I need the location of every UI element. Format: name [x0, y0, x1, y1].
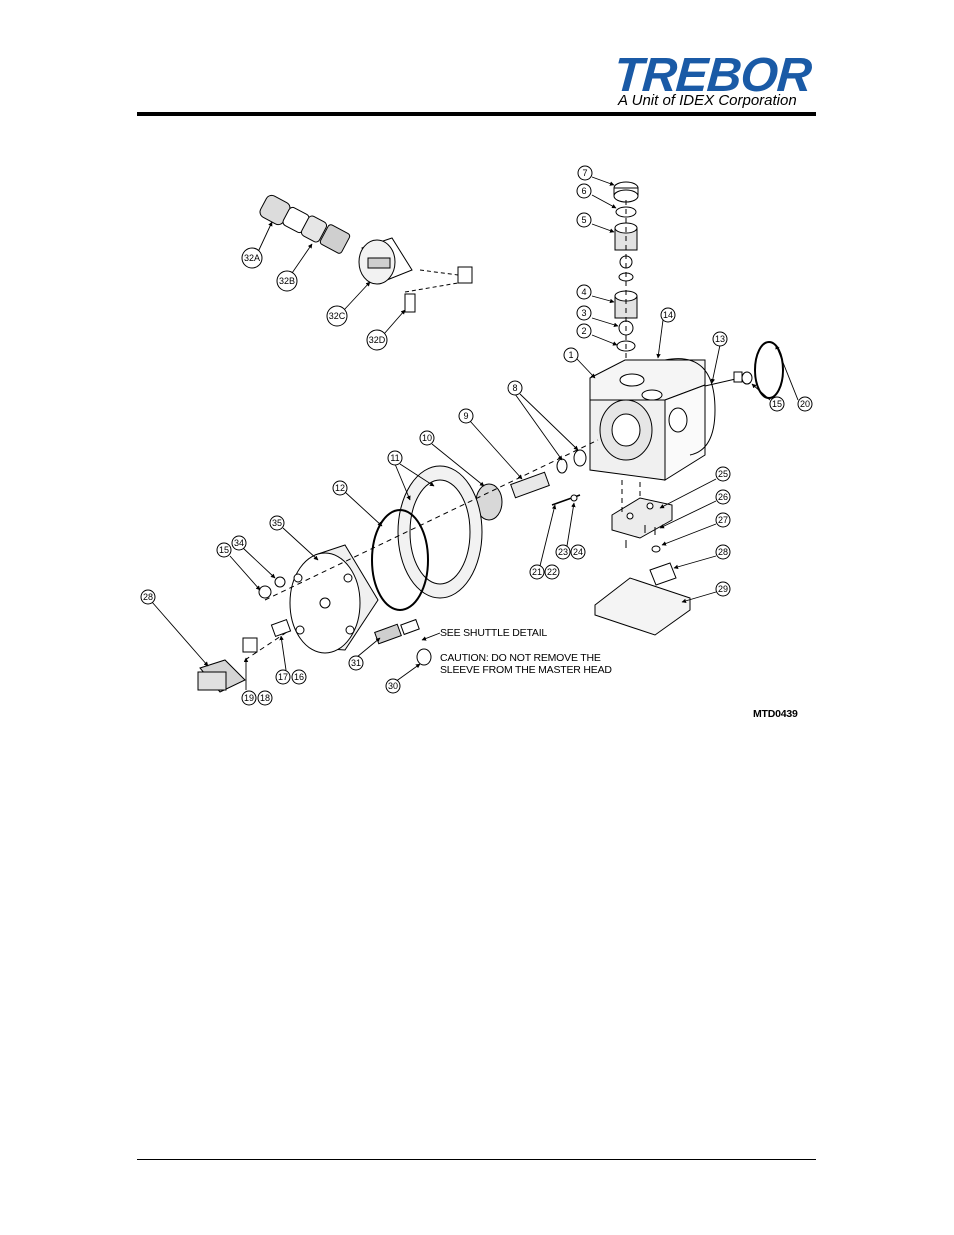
part-1-main-body — [589, 359, 706, 481]
alignment-centerlines — [244, 200, 641, 661]
part-29-base-plate — [594, 577, 691, 636]
callout-32b: 32B — [279, 276, 295, 286]
trebor-logo: TREBOR A Unit of IDEX Corporation — [600, 49, 820, 115]
callout-16: 16 — [294, 672, 304, 682]
callout-28-left: 28 — [143, 592, 153, 602]
part-30-sleeve — [416, 648, 432, 666]
part-35-end-cap — [289, 544, 379, 654]
callout-21: 21 — [532, 567, 542, 577]
part-4-valve-body — [614, 290, 638, 319]
callout-3: 3 — [581, 308, 586, 318]
callout-1: 1 — [568, 350, 573, 360]
part-7-cap — [613, 181, 639, 203]
callout-20: 20 — [800, 399, 810, 409]
caution-note-line2: SLEEVE FROM THE MASTER HEAD — [440, 664, 612, 676]
callout-18: 18 — [260, 693, 270, 703]
callout-32d: 32D — [369, 335, 386, 345]
part-15-nut — [741, 371, 753, 385]
part-8-oring-a — [556, 458, 568, 474]
caution-note-line1: CAUTION: DO NOT REMOVE THE — [440, 652, 601, 664]
callout-32c: 32C — [329, 311, 346, 321]
callout-9: 9 — [463, 411, 468, 421]
part-14-head — [664, 358, 716, 456]
part-bolt-head — [733, 371, 743, 383]
part-32d-clip — [404, 293, 416, 313]
callout-31: 31 — [351, 658, 361, 668]
part-17-spring — [270, 618, 292, 638]
part-32a-valve-spool — [259, 194, 351, 254]
part-31-spring — [374, 623, 402, 645]
part-8-oring-b — [573, 449, 587, 467]
callout-28-right: 28 — [718, 547, 728, 557]
drawing-number: MTD0439 — [753, 708, 798, 720]
part-27-oring — [651, 545, 661, 553]
callout-4: 4 — [581, 287, 586, 297]
callout-10: 10 — [422, 433, 432, 443]
callout-24: 24 — [573, 547, 583, 557]
part-15-nut-left — [258, 585, 272, 599]
footer-rule — [137, 1159, 816, 1160]
callout-14: 14 — [663, 310, 673, 320]
part-23-washer — [570, 494, 578, 502]
callout-numbers: 7 6 5 4 3 2 1 14 13 15 20 8 9 10 11 12 3… — [143, 168, 810, 703]
part-28-gasket — [649, 562, 677, 586]
callout-34: 34 — [234, 538, 244, 548]
callout-25: 25 — [718, 469, 728, 479]
callout-13: 13 — [715, 334, 725, 344]
part-12-oring — [371, 509, 429, 611]
callout-26: 26 — [718, 492, 728, 502]
callout-12: 12 — [335, 483, 345, 493]
callout-27: 27 — [718, 515, 728, 525]
callout-17: 17 — [278, 672, 288, 682]
callout-29: 29 — [718, 584, 728, 594]
part-9-rod — [510, 471, 550, 499]
diagram-drawing: 7 6 5 4 3 2 1 14 13 15 20 8 9 10 11 12 3… — [140, 165, 813, 706]
part-shuttle — [400, 618, 420, 636]
callout-30: 30 — [388, 681, 398, 691]
header-rule — [137, 112, 816, 116]
callout-6: 6 — [581, 186, 586, 196]
callout-5: 5 — [581, 215, 586, 225]
part-34-plug — [274, 576, 286, 588]
callout-2: 2 — [581, 326, 586, 336]
callout-35: 35 — [272, 518, 282, 528]
part-clip-32 — [457, 266, 473, 284]
callout-32a: 32A — [244, 253, 260, 263]
logo-tagline: A Unit of IDEX Corporation — [618, 92, 797, 109]
callout-15-left: 15 — [219, 545, 229, 555]
callout-circles — [140, 165, 813, 706]
callout-8: 8 — [512, 383, 517, 393]
callout-22: 22 — [547, 567, 557, 577]
callout-leaders — [151, 176, 799, 690]
shuttle-detail-note: SEE SHUTTLE DETAIL — [440, 627, 548, 639]
part-19-fitting — [242, 637, 258, 653]
part-32c-sleeve — [358, 237, 413, 285]
part-28-pilot-assembly — [197, 659, 246, 693]
callout-11: 11 — [390, 453, 399, 463]
callout-15-right: 15 — [772, 399, 782, 409]
callout-19: 19 — [244, 693, 254, 703]
callout-23: 23 — [558, 547, 568, 557]
part-25-manifold — [611, 497, 673, 539]
part-20-ring — [754, 341, 784, 399]
callout-7: 7 — [582, 168, 587, 178]
exploded-parts-diagram: 7 6 5 4 3 2 1 14 13 15 20 8 9 10 11 12 3… — [140, 160, 813, 720]
